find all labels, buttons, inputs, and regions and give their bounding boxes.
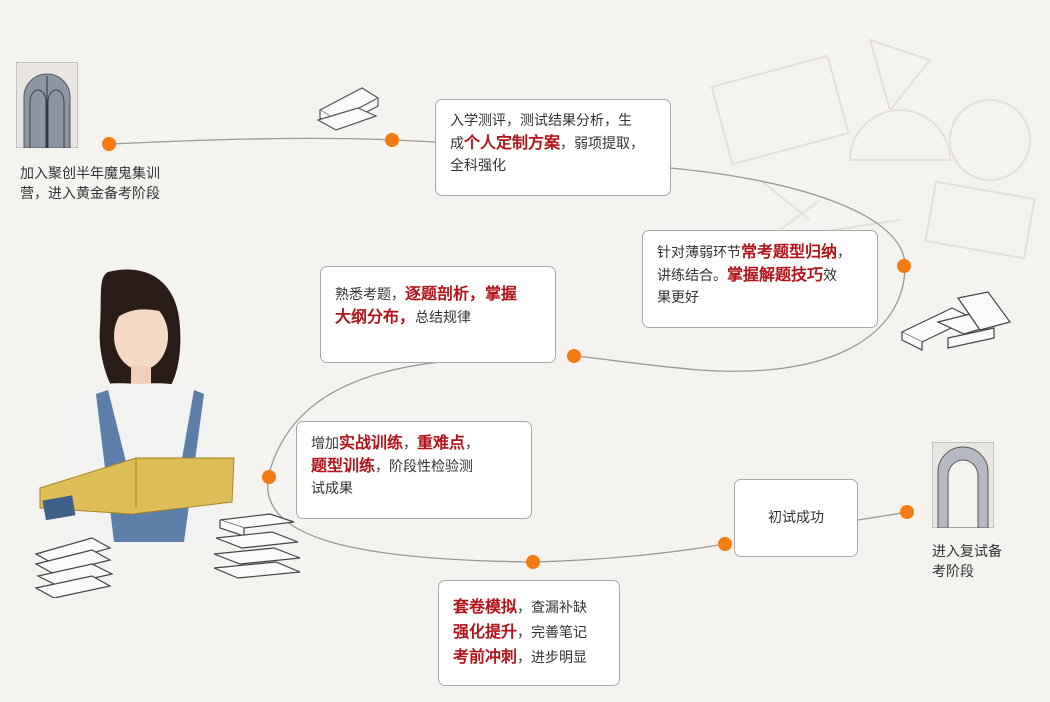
- path-dot-start: [102, 137, 116, 151]
- step-5-card: 套卷模拟，查漏补缺 强化提升，完善笔记 考前冲刺，进步明显: [438, 580, 620, 686]
- step-3-card: 熟悉考题，逐题剖析，掌握 大纲分布，总结规律: [320, 266, 556, 363]
- start-caption: 加入聚创半年魔鬼集训 营，进入黄金备考阶段: [20, 166, 160, 202]
- book-pile-icon: [900, 291, 1012, 351]
- path-dot-step-4: [262, 470, 276, 484]
- book-stack-left-icon: [34, 537, 114, 598]
- path-dot-step-1: [385, 133, 399, 147]
- path-dot-end: [900, 505, 914, 519]
- step-6-card: 初试成功: [734, 479, 858, 557]
- student-girl-illustration: [39, 269, 235, 542]
- step-4-card: 增加实战训练，重难点， 题型训练，阶段性检验测 试成果: [296, 421, 532, 519]
- step-1-card: 入学测评，测试结果分析，生 成个人定制方案，弱项提取， 全科强化: [435, 99, 671, 196]
- path-dot-step-3: [567, 349, 581, 363]
- path-dot-step-5: [526, 555, 540, 569]
- book-stack-icon: [316, 87, 380, 131]
- step-2-card: 针对薄弱环节常考题型归纳， 讲练结合。掌握解题技巧效 果更好: [642, 230, 878, 328]
- end-caption: 进入复试备 考阶段: [932, 544, 1002, 580]
- path-dot-step-2: [897, 259, 911, 273]
- gothic-door-icon: [16, 62, 78, 148]
- path-dot-step-6: [718, 537, 732, 551]
- gothic-arch-icon: [932, 442, 994, 528]
- book-stack-center-icon: [213, 513, 301, 579]
